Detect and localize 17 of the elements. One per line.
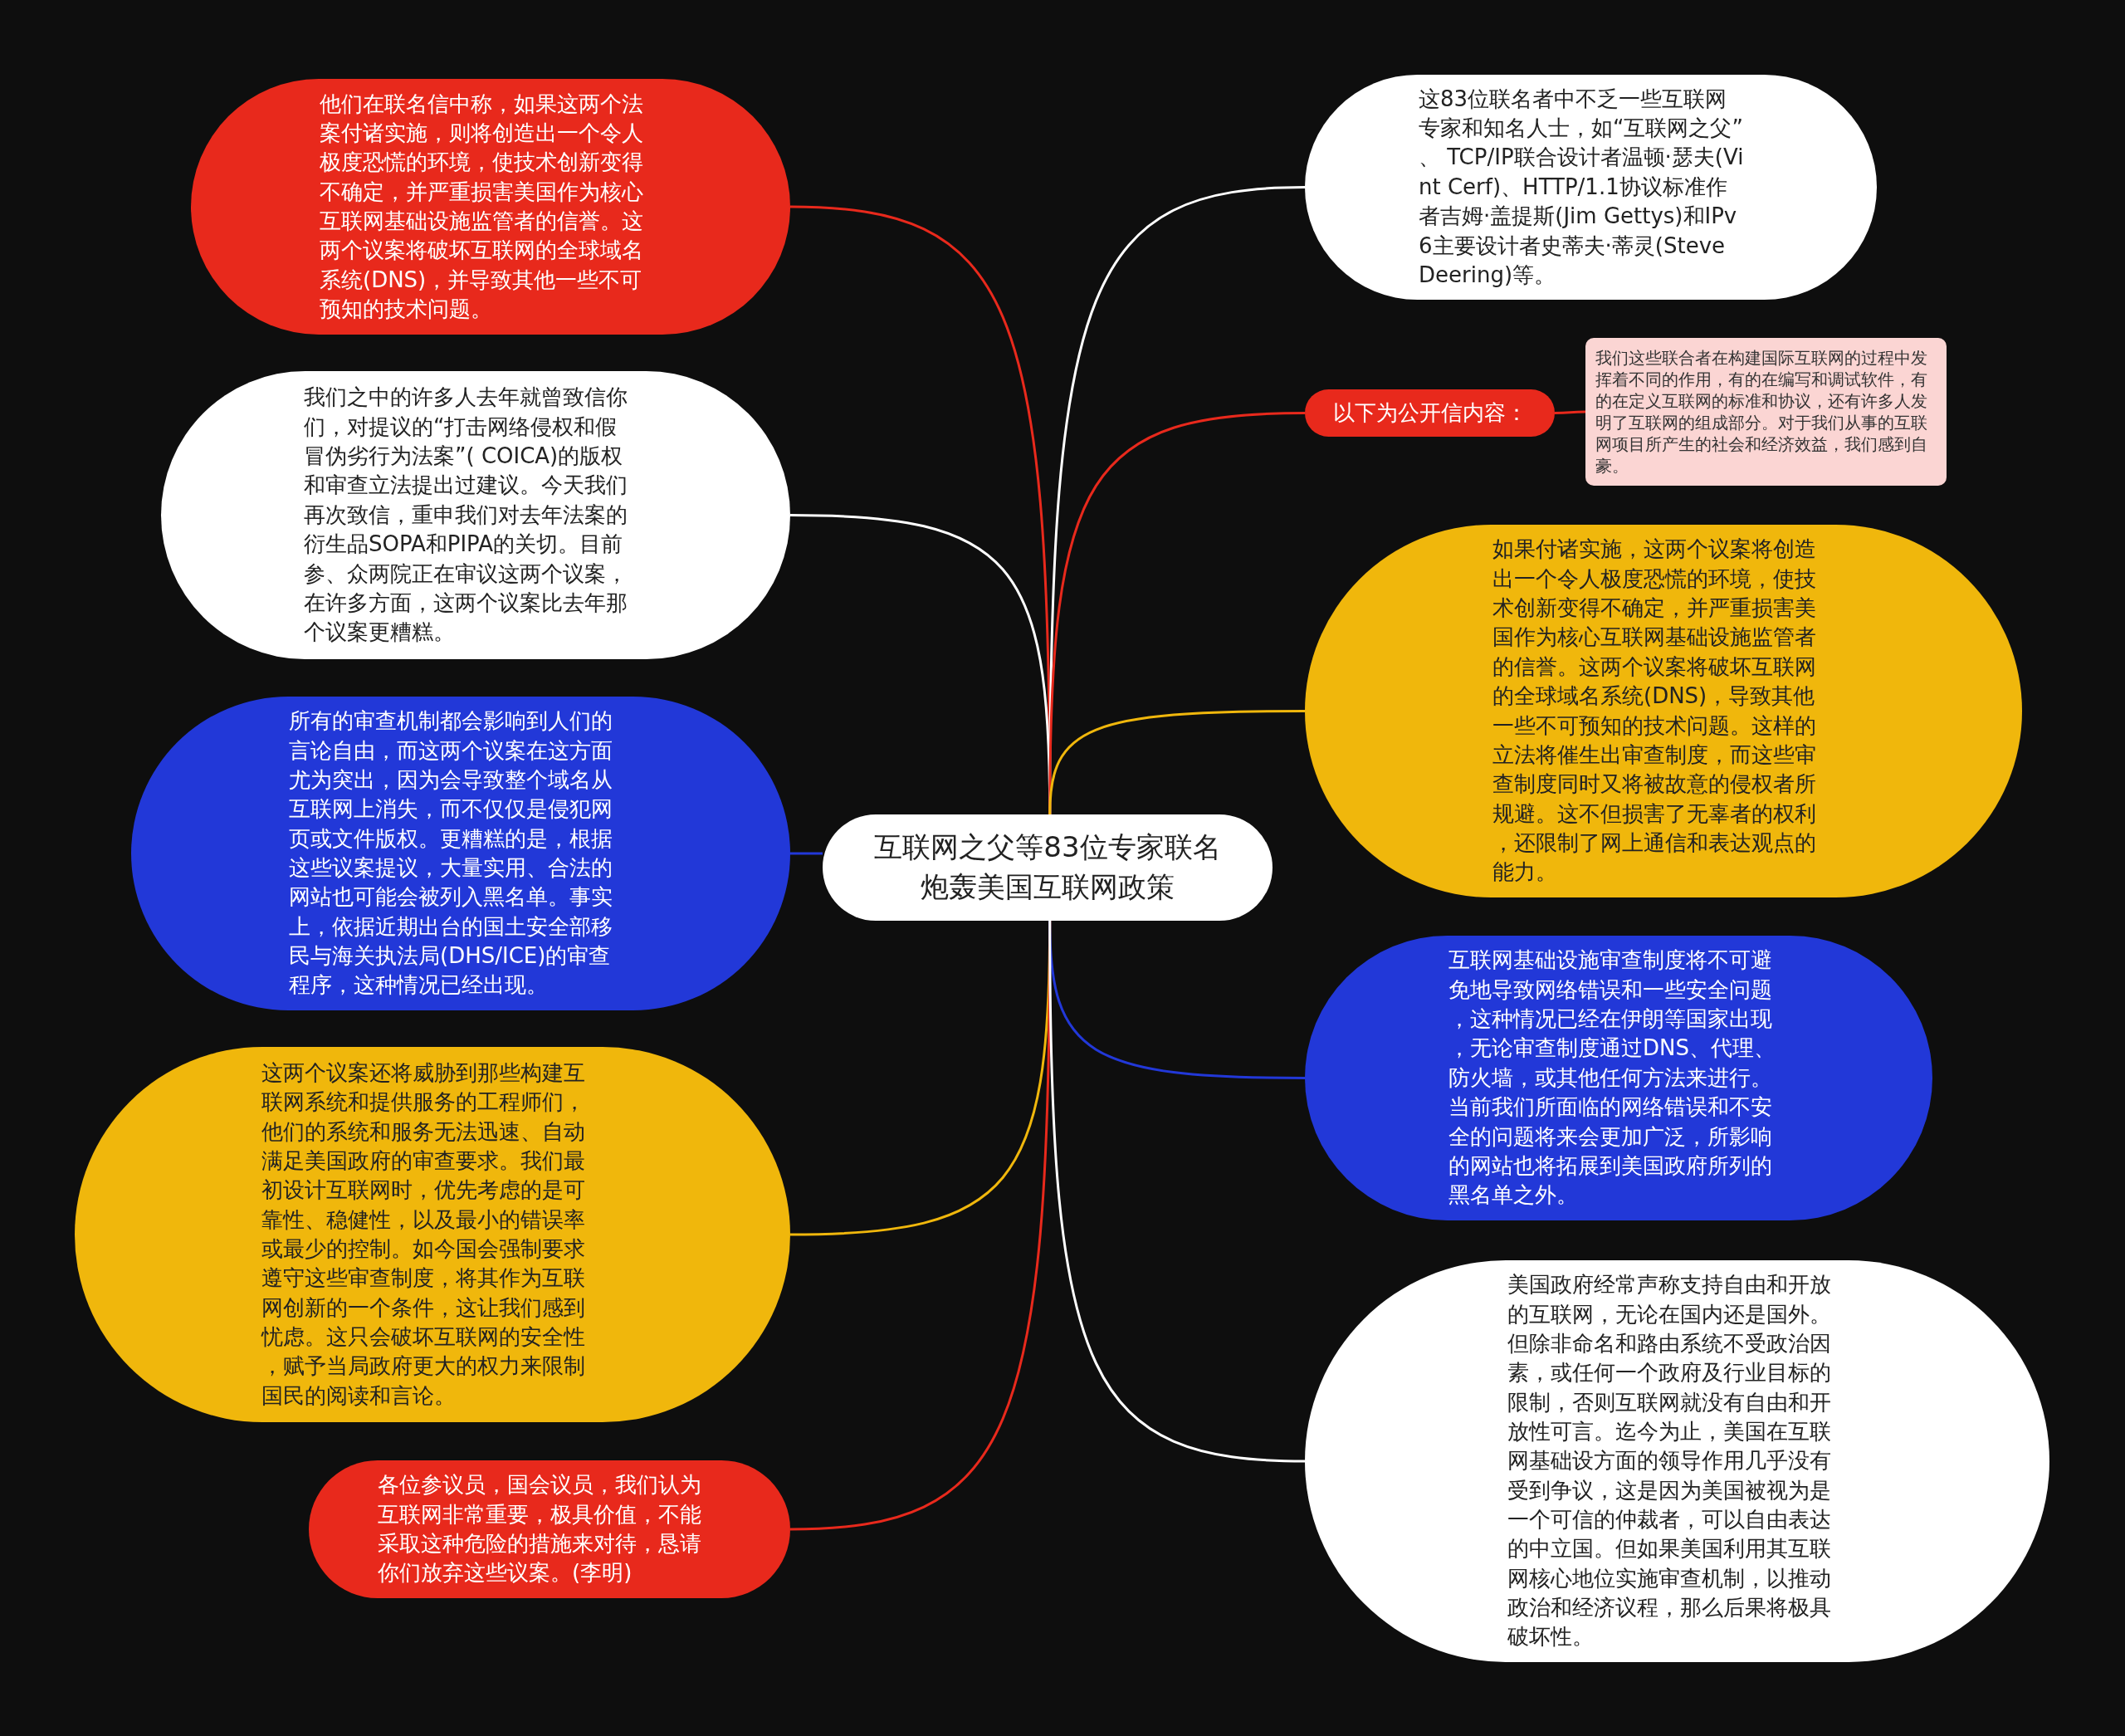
label-pill [1305, 389, 1555, 437]
connector-line [1555, 410, 1585, 414]
bubble-text: 如果付诸实施，这两个议案将创造出一个令人极度恐慌的环境，使技术创新变得不确定，并严重损害美国作为核心互联网基础设施监管者的信誉。这两个议案将破坏互联网的全球域名系统(DNS)，导致其他一些不可预知的技术问题。这样的立法将催生出审查制度，而这些审查制度同时又将被故意的侵权者所规避。这不但损害了无辜者的权利，还限制了网上通信和表达观点的能力。 [1492, 535, 1817, 887]
bubble-text: 互联网基础设施审查制度将不可避免地导致网络错误和一些安全问题，这种情况已经在伊朗等国家出现，无论审查制度通过DNS、代理、防火墙，或其他任何方法来进行。当前我们所面临的网络错误和不安全的问题将来会更加广泛，所影响的网站也将拓展到美国政府所列的黑名单之外。 [1448, 946, 1776, 1210]
bubble-text: 所有的审查机制都会影响到人们的言论自由，而这两个议案在这方面尤为突出，因为会导致整个域名从互联网上消失，而不仅仅是侵犯网页或文件版权。更糟糕的是，根据这些议案提议，大量实用、合法的网站也可能会被列入黑名单。事实上，依据近期出台的国土安全部移民与海关执法局(DHS/ICE)的审查程序，这种情况已经出现。 [289, 707, 613, 1000]
connector-line [1048, 710, 1305, 815]
connector-line [790, 852, 823, 855]
bubble-text: 这83位联名者中不乏一些互联网专家和知名人士，如“互联网之父”、 TCP/IP联合设计者温顿·瑟夫(Vint Cerf)、HTTP/1.1协议标准作者吉姆·盖提斯(Jim Gettys)和IPv6主要设计者史蒂夫·蒂灵(Steve Deering)等。 [1419, 85, 1745, 289]
bubble-text: 我们之中的许多人去年就曾致信你们，对提议的“打击网络侵权和假冒伪劣行为法案”( COICA)的版权和审查立法提出过建议。今天我们再次致信，重申我们对去年法案的衍生品SOPA和PIPA的关切。目前参、众两院正在审议这两个议案，在许多方面，这两个议案比去年那个议案更糟糕。 [304, 384, 628, 647]
bubble-text: 他们在联名信中称，如果这两个法案付诸实施，则将创造出一个令人极度恐慌的环境，使技术创新变得不确定，并严重损害美国作为核心互联网基础设施监管者的信誉。这两个议案将破坏互联网的全球域名系统(DNS)，并导致其他一些不可预知的技术问题。 [320, 90, 644, 324]
bubble-text: 这两个议案还将威胁到那些构建互联网系统和提供服务的工程师们，他们的系统和服务无法迅速、自动满足美国政府的审查要求。我们最初设计互联网时，优先考虑的是可靠性、稳健性，以及最小的错误率或最少的控制。如今国会强制要求遵守这些审查制度，将其作为互联网创新的一个条件，这让我们感到忧虑。这只会破坏互联网的安全性，赋予当局政府更大的权力来限制国民的阅读和言论。 [261, 1059, 586, 1410]
bubble-text: 各位参议员，国会议员，我们认为互联网非常重要，极具价值，不能采取这种危险的措施来对待，恳请你们放弃这些议案。(李明) [378, 1471, 702, 1587]
topic-title: 互联网之父等83位专家联名炮轰美国互联网政策 [873, 829, 1222, 905]
note-text: 我们这些联合者在构建国际互联网的过程中发挥着不同的作用，有的在编写和调试软件，有的在定义互联网的标准和协议，还有许多人发明了互联网的组成部分。对于我们从事的互联网项目所产生的社会和经济效益，我们感到自豪。 [1595, 347, 1928, 477]
pill-label: 以下为公开信内容： [1331, 399, 1528, 427]
note-box [1585, 338, 1947, 486]
bubble-text: 美国政府经常声称支持自由和开放的互联网，无论在国内还是国外。但除非命名和路由系统不受政治因素，或任何一个政府及行业目标的限制，否则互联网就没有自由和开放性可言。迄今为止，美国在互联网基础设方面的领导作用几乎没有受到争议，这是因为美国被视为是一个可信的仲裁者，可以自由表达的中立国。但如果美国利用其互联网核心地位实施审查机制，以推动政治和经济议程，那么后果将极具破坏性。 [1507, 1271, 1832, 1651]
